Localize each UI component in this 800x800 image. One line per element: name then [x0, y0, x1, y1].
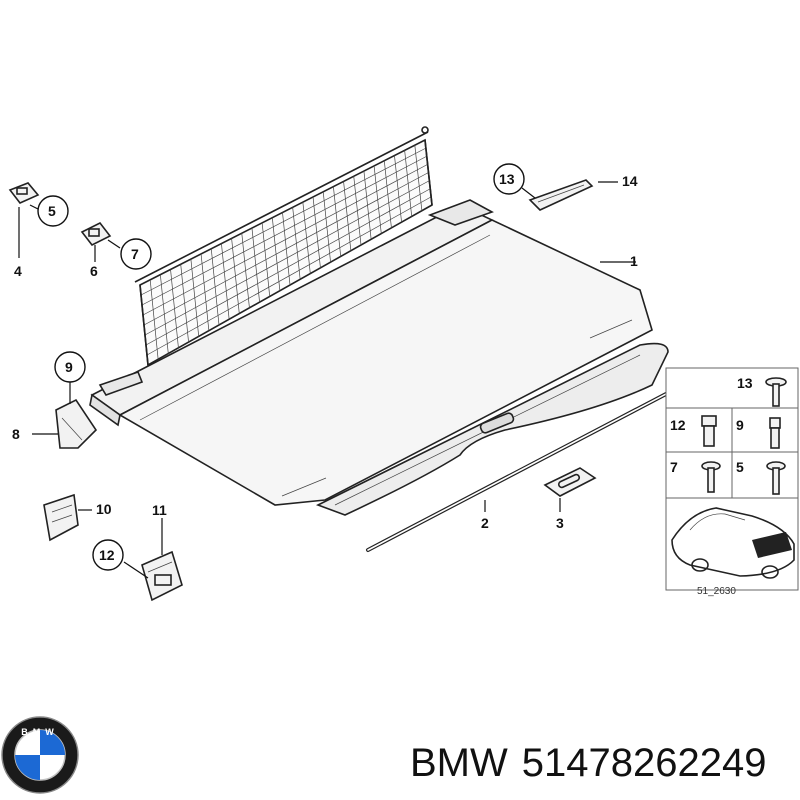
- brand-part-number: BMW 51478262249: [410, 735, 790, 791]
- callout-11: 11: [152, 502, 167, 518]
- callout-3: 3: [556, 515, 564, 531]
- bmw-logo: BMW: [1, 716, 79, 794]
- fastener-panel: 13 12 9 7 5 51_2630: [665, 367, 799, 597]
- callout-4: 4: [14, 263, 22, 279]
- callout-10: 10: [96, 501, 112, 517]
- clip-part-7: [80, 221, 112, 247]
- callout-6: 6: [90, 263, 98, 279]
- callout-circle-5: [37, 195, 69, 227]
- callout-14: 14: [622, 173, 638, 189]
- fastener-label-13: 13: [737, 375, 753, 391]
- screw-icon: [769, 417, 781, 449]
- roller-blind-cover: [89, 199, 669, 516]
- callout-13: 13: [499, 171, 515, 187]
- leader-lines: [18, 181, 636, 579]
- callout-circle-9: [54, 351, 86, 383]
- bracket-part-11: [141, 550, 183, 602]
- callout-2: 2: [481, 515, 489, 531]
- bracket-part-10: [43, 493, 79, 542]
- callout-1: 1: [630, 253, 638, 269]
- clip-part-5: [8, 182, 40, 204]
- fastener-label-7: 7: [670, 459, 678, 475]
- callout-8: 8: [12, 426, 20, 442]
- callout-12: 12: [99, 547, 115, 563]
- callout-circle-13: [493, 163, 525, 195]
- svg-text:BMW: BMW: [21, 727, 59, 737]
- part-number: 51478262249: [521, 741, 767, 785]
- screw-icon: [765, 377, 787, 407]
- callout-5: 5: [48, 203, 56, 219]
- car-location-icon: [671, 507, 795, 579]
- reference-code: 51_2630: [697, 586, 736, 597]
- callout-circle-12: [92, 539, 124, 571]
- cargo-net: [134, 126, 433, 367]
- screw-icon: [701, 461, 721, 493]
- callout-circle-7: [120, 238, 152, 270]
- fastener-label-5: 5: [736, 459, 744, 475]
- screw-icon: [766, 461, 786, 495]
- callout-7: 7: [131, 246, 139, 262]
- handle-part: [543, 467, 597, 497]
- fastener-label-12: 12: [670, 417, 686, 433]
- bracket-part-13: [528, 179, 594, 211]
- fastener-label-9: 9: [736, 417, 744, 433]
- bolt-icon: [701, 415, 717, 447]
- brand-name: BMW: [410, 741, 508, 785]
- bracket-part-8: [55, 398, 98, 449]
- support-rod: [366, 370, 710, 552]
- callout-9: 9: [65, 359, 73, 375]
